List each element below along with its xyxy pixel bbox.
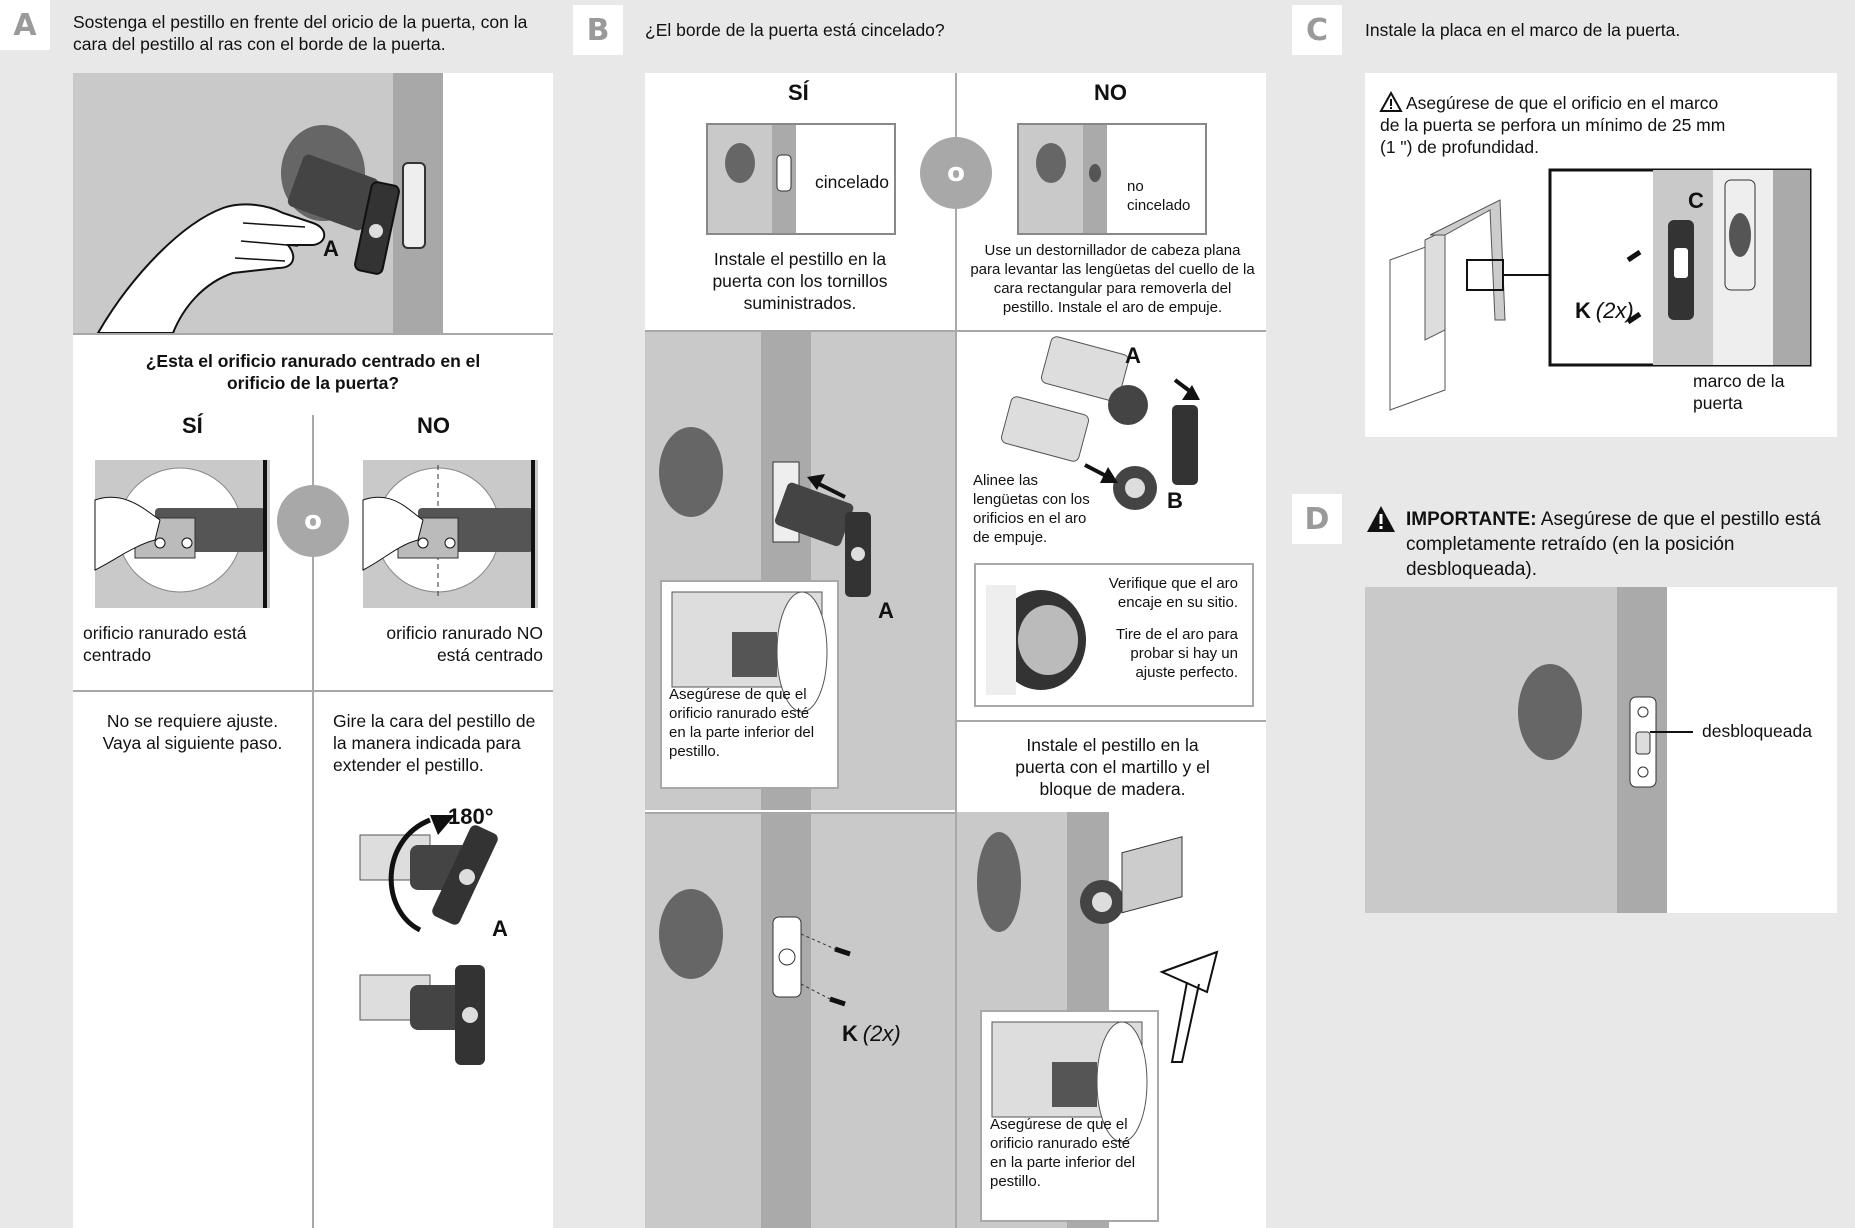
no-heading: NO	[1094, 80, 1127, 105]
step-b-question: ¿El borde de la puerta está cincelado?	[645, 20, 945, 40]
align-note: Alinee las lengüetas con los orificios e…	[973, 472, 1090, 546]
important-text: Asegúrese de que el pestillo está comple…	[1406, 509, 1821, 580]
latch-centered-illustration	[94, 460, 270, 608]
step-d-letter: D	[1292, 494, 1342, 544]
push-ring-illustration	[1000, 336, 1200, 510]
divider	[645, 812, 955, 814]
screws-label: K (2x)	[1575, 298, 1634, 323]
step-c-letter: C	[1292, 5, 1342, 55]
callout-a2: A	[492, 916, 508, 941]
screw-icon	[1626, 249, 1642, 325]
step-c-instruction: Instale la placa en el marco de la puert…	[1365, 20, 1681, 40]
chiseled-label: cincelado	[815, 172, 889, 192]
step-b-letter: B	[573, 5, 623, 55]
step-c-warning: Asegúrese de que el orificio en el marco…	[1380, 93, 1726, 157]
yes-result: No se requiere ajuste. Vaya al siguiente…	[102, 711, 283, 753]
callout-a: A	[1125, 343, 1141, 368]
arrow-icon	[388, 817, 431, 933]
warning-icon	[1367, 506, 1395, 532]
no-instruction: Use un destornillador de cabeza plana pa…	[970, 242, 1255, 316]
chiseled-door-illustration	[706, 123, 896, 235]
callout-a: A	[878, 598, 894, 623]
hammer-icon	[1159, 950, 1219, 1063]
or-badge: o	[920, 137, 992, 209]
warning-icon	[1379, 90, 1403, 112]
no-caption: orificio ranurado NO está centrado	[386, 623, 543, 665]
hand-icon	[96, 203, 326, 334]
divider	[645, 330, 1266, 332]
inset-ensure-slot	[660, 580, 839, 789]
no-result: Gire la cara del pestillo de la manera i…	[333, 711, 536, 775]
yes-instruction: Instale el pestillo en la puerta con los…	[712, 249, 888, 313]
screw-icon	[829, 946, 851, 1007]
callout-a: A	[323, 236, 339, 261]
latch-off-center-illustration	[362, 460, 538, 608]
frame-label: marco de la puerta	[1693, 371, 1785, 413]
yes-heading: SÍ	[788, 80, 809, 105]
divider-vertical	[312, 415, 314, 1228]
unlocked-latch-illustration	[1365, 587, 1837, 913]
latch-rotation-illustration	[359, 815, 498, 1065]
divider	[73, 690, 553, 692]
divider-vertical	[955, 73, 957, 1228]
not-chiseled-label: no cincelado	[1127, 178, 1191, 214]
inset-verify-ring	[974, 563, 1254, 707]
screws-label: K (2x)	[842, 1021, 901, 1046]
pull-note: Tire de el aro para probar si hay un aju…	[1115, 626, 1238, 681]
ensure-note-2: Asegúrese de que el orificio ranurado es…	[990, 1116, 1136, 1190]
important-label: IMPORTANTE:	[1406, 509, 1537, 530]
yes-heading: SÍ	[182, 413, 203, 438]
not-chiseled-door-illustration	[1017, 123, 1207, 235]
callout-b: B	[1167, 488, 1183, 513]
verify-note: Verifique que el aro encaje en su sitio.	[1108, 575, 1238, 611]
step-a-instruction: Sostenga el pestillo en frente del orici…	[73, 12, 528, 54]
door-frame-illustration	[1389, 168, 1812, 411]
step-a-letter: A	[0, 0, 50, 50]
latch-icon	[96, 125, 426, 334]
install-screws-k-illustration	[645, 814, 955, 1228]
step-a-question: ¿Esta el orificio ranurado centrado en e…	[145, 351, 481, 393]
or-badge: o	[277, 485, 349, 557]
step-a-door-illustration: A	[73, 73, 553, 334]
divider	[955, 720, 1266, 722]
yes-caption: orificio ranurado está centrado	[83, 623, 247, 665]
no-heading: NO	[417, 413, 450, 438]
arrow-icon	[814, 480, 846, 499]
unlocked-label: desbloqueada	[1702, 721, 1812, 741]
step-d-important: IMPORTANTE: Asegúrese de que el pestillo…	[1406, 507, 1846, 582]
divider	[73, 333, 553, 335]
hammer-instruction: Instale el pestillo en la puerta con el …	[1015, 735, 1210, 799]
rotation-label: 180°	[448, 804, 494, 829]
inset-ensure-slot-2	[980, 1010, 1159, 1222]
callout-c: C	[1688, 188, 1704, 213]
ensure-note-1: Asegúrese de que el orificio ranurado es…	[669, 686, 815, 760]
